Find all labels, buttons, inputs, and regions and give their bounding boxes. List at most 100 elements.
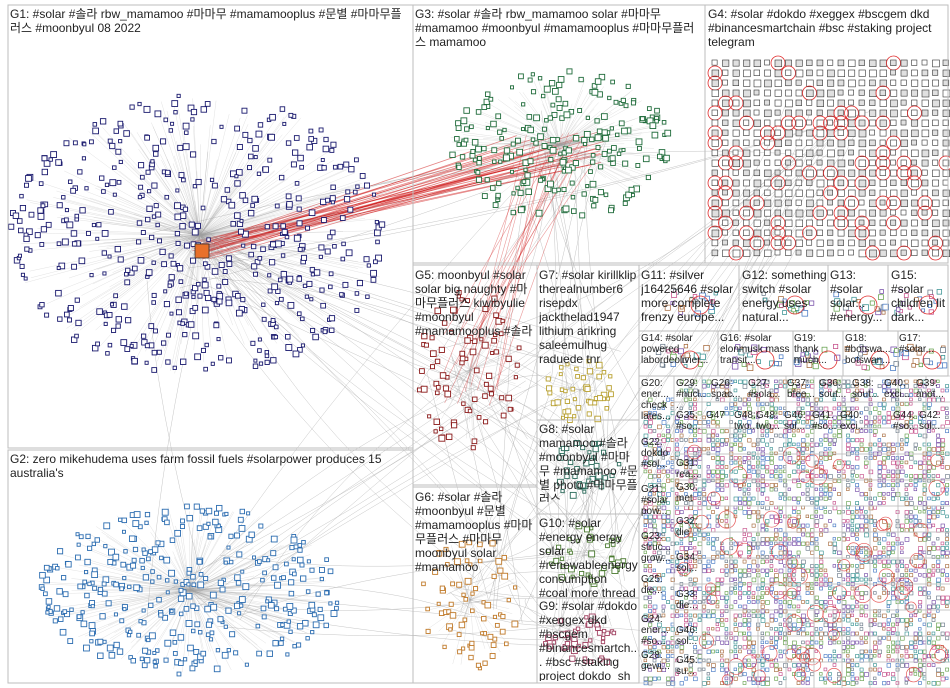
node	[796, 555, 800, 559]
edge	[174, 155, 201, 236]
node	[890, 229, 897, 237]
node	[850, 532, 855, 537]
node	[882, 577, 887, 582]
node	[702, 478, 707, 483]
node	[214, 510, 219, 516]
node	[877, 501, 882, 506]
node	[832, 478, 837, 483]
edge	[189, 589, 287, 643]
node	[785, 239, 792, 246]
node	[591, 83, 598, 89]
node	[760, 492, 764, 496]
node	[921, 189, 929, 197]
edge	[607, 395, 643, 664]
node	[175, 188, 180, 193]
edge	[559, 144, 640, 181]
node	[711, 528, 716, 533]
node	[702, 492, 707, 497]
node	[732, 149, 739, 156]
node	[891, 442, 895, 447]
node	[940, 586, 945, 591]
node	[592, 196, 599, 203]
edge	[189, 535, 239, 591]
node	[785, 119, 792, 127]
edge	[189, 511, 191, 591]
node	[873, 496, 877, 501]
node	[343, 161, 350, 168]
node	[211, 268, 219, 275]
edge	[189, 536, 202, 591]
node	[131, 265, 138, 272]
node	[760, 447, 765, 452]
node	[282, 606, 288, 612]
node	[942, 109, 950, 117]
node	[769, 577, 775, 583]
edge-highlight	[495, 132, 569, 351]
node	[932, 119, 939, 127]
node	[23, 182, 29, 188]
node	[823, 483, 828, 488]
node	[932, 99, 940, 108]
node	[234, 212, 241, 219]
node	[67, 305, 74, 312]
node	[810, 564, 814, 568]
node	[918, 510, 922, 514]
node	[886, 420, 891, 425]
edge	[189, 589, 267, 644]
node	[747, 460, 752, 465]
node	[868, 514, 874, 520]
node	[747, 586, 752, 591]
node	[160, 340, 167, 346]
edge	[579, 367, 597, 391]
edge	[453, 369, 471, 395]
edge	[173, 238, 588, 676]
node	[554, 399, 561, 406]
node	[913, 478, 918, 483]
node	[110, 327, 117, 333]
node	[895, 510, 900, 514]
node	[945, 532, 949, 537]
node	[456, 164, 462, 170]
node	[913, 487, 918, 492]
node	[837, 600, 841, 604]
node	[837, 159, 846, 168]
node	[837, 99, 845, 107]
node	[720, 555, 725, 560]
node	[547, 390, 553, 396]
node	[765, 586, 769, 591]
node	[56, 202, 63, 209]
edge	[469, 369, 488, 383]
node	[765, 442, 770, 447]
edge	[189, 527, 193, 591]
node	[234, 125, 241, 132]
edge	[550, 144, 561, 212]
node	[724, 505, 730, 511]
node	[841, 510, 845, 514]
node	[846, 505, 850, 510]
node	[904, 528, 909, 533]
node	[17, 253, 22, 258]
edge	[93, 576, 191, 591]
node	[237, 611, 242, 616]
node	[417, 387, 422, 393]
node	[886, 411, 891, 416]
node	[760, 550, 765, 555]
node	[97, 652, 104, 659]
edge	[521, 144, 561, 151]
node	[169, 629, 177, 636]
node	[170, 260, 177, 267]
node	[58, 262, 66, 270]
node	[475, 145, 482, 153]
node	[364, 182, 370, 189]
node	[85, 230, 91, 236]
node	[868, 577, 873, 582]
node	[228, 559, 234, 565]
node	[855, 591, 860, 596]
node	[711, 559, 716, 564]
node	[118, 517, 123, 522]
node	[308, 601, 316, 609]
node	[255, 623, 261, 629]
node	[186, 570, 192, 576]
node	[846, 510, 851, 515]
node	[805, 586, 810, 591]
